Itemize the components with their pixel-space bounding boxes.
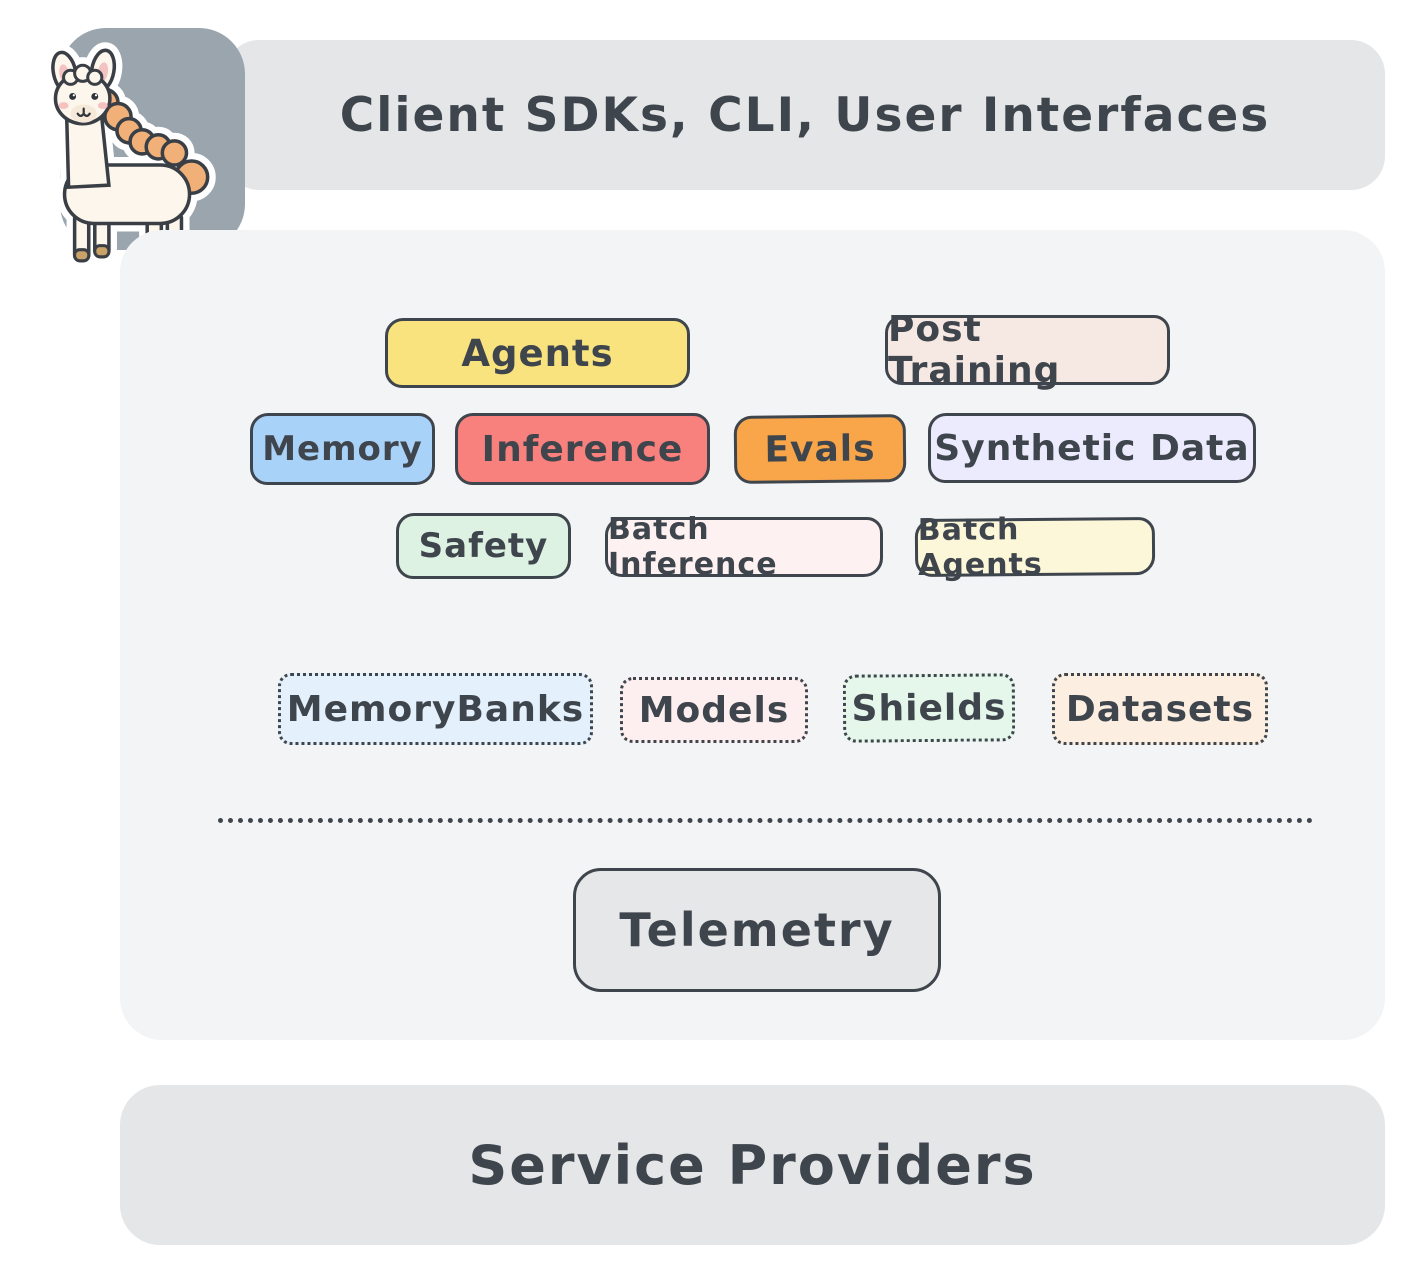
client-sdks-banner: Client SDKs, CLI, User Interfaces <box>225 40 1385 190</box>
batch-agents-box: Batch Agents <box>914 512 1156 583</box>
inference-box: Inference <box>455 413 710 485</box>
models-box: Models <box>620 677 808 743</box>
service-providers-banner: Service Providers <box>120 1085 1385 1245</box>
synthetic-data-box: Synthetic Data <box>928 413 1256 483</box>
client-sdks-banner-label: Client SDKs, CLI, User Interfaces <box>339 87 1271 143</box>
api-layer-panel: Agents Post Training Memory Inference Ev… <box>120 230 1385 1040</box>
memorybanks-box: MemoryBanks <box>278 673 593 745</box>
batch-inference-box: Batch Inference <box>605 512 883 582</box>
service-providers-banner-label: Service Providers <box>468 1133 1037 1197</box>
dotted-separator <box>218 818 1313 823</box>
post-training-box: Post Training <box>885 309 1170 391</box>
shields-box: Shields <box>842 673 1016 743</box>
telemetry-box: Telemetry <box>573 868 941 992</box>
agents-box: Agents <box>385 318 690 388</box>
evals-box: Evals <box>733 414 907 484</box>
safety-box: Safety <box>396 513 571 579</box>
memory-box: Memory <box>250 413 435 485</box>
datasets-box: Datasets <box>1052 673 1268 745</box>
